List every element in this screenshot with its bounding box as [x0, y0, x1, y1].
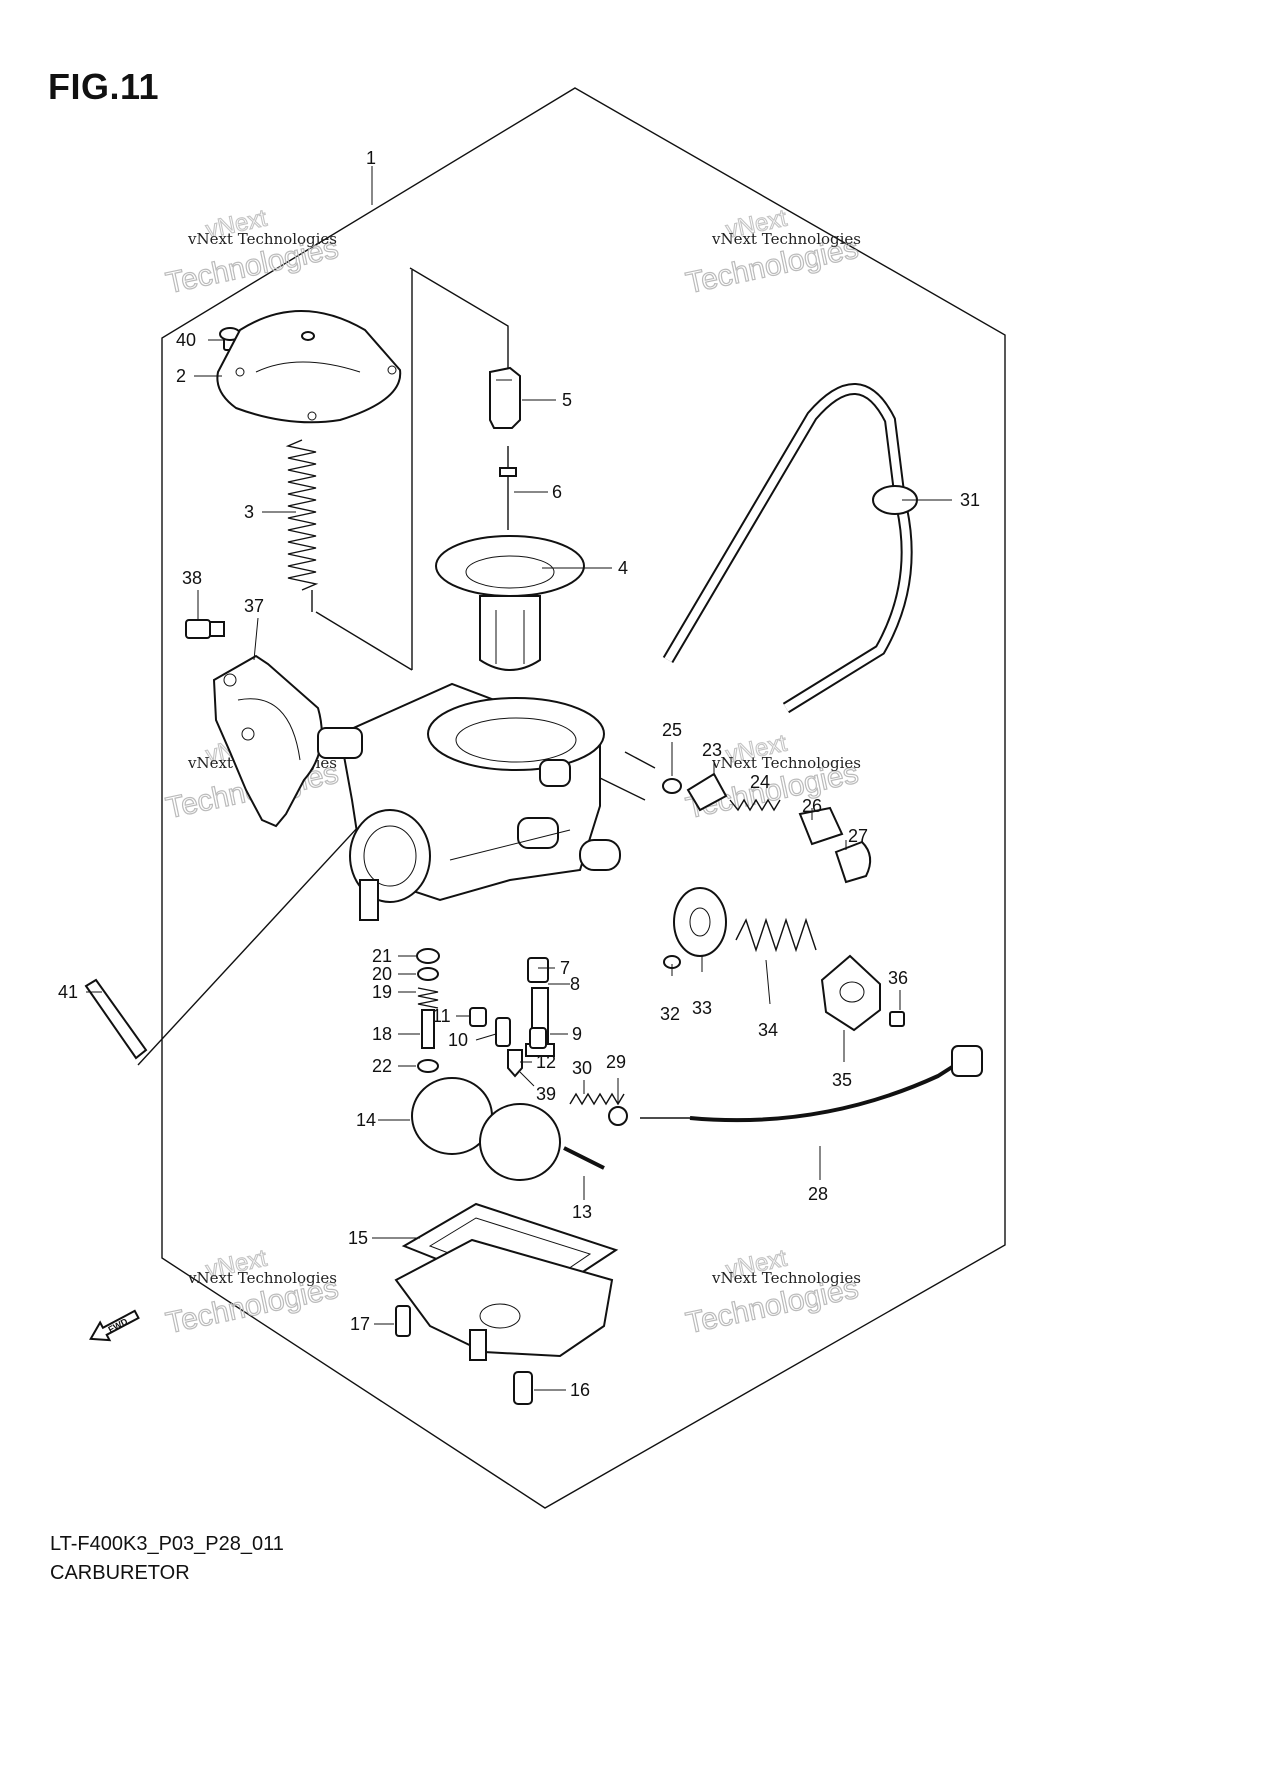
callout-15: 15	[348, 1228, 368, 1248]
callout-25: 25	[662, 720, 682, 740]
callout-11: 11	[432, 1006, 451, 1026]
callout-38: 38	[182, 568, 202, 588]
part-23-screw	[686, 772, 728, 812]
callout-13: 13	[572, 1202, 592, 1222]
part-20-washer	[417, 967, 439, 981]
part-33-diaphragm	[673, 887, 727, 957]
part-5-needle-holder	[489, 366, 521, 429]
part-35-pump-cover	[820, 954, 881, 1032]
part-4-diaphragm-piston	[435, 535, 585, 671]
part-36-screw	[889, 1011, 905, 1027]
callout-35: 35	[832, 1070, 852, 1090]
part-6-jet-needle	[499, 446, 517, 530]
callout-5: 5	[562, 390, 572, 410]
callout-22: 22	[372, 1056, 392, 1076]
callout-7: 7	[560, 958, 570, 978]
callout-30: 30	[572, 1058, 592, 1078]
watermark-text-top-right: vNext Technologies	[711, 230, 861, 248]
diagram-code: LT-F400K3_P03_P28_011	[50, 1533, 284, 1555]
part-34-spring	[735, 917, 817, 953]
part-24-spring	[729, 798, 781, 812]
part-37-side-cover	[212, 654, 323, 828]
part-38-bolt	[185, 619, 225, 639]
jet-guide-line	[599, 777, 646, 801]
float-bowl	[394, 1238, 614, 1361]
part-16-drain-screw	[513, 1371, 533, 1405]
callout-10: 10	[448, 1030, 468, 1050]
callout-28: 28	[808, 1184, 828, 1204]
part-19-spring	[417, 987, 439, 1009]
explode-bracket-upper	[409, 267, 509, 370]
part-17-screw	[395, 1305, 411, 1337]
callout-2: 2	[176, 366, 186, 386]
callout-19: 19	[372, 982, 392, 1002]
part-25-o-ring	[662, 778, 682, 794]
callout-29: 29	[606, 1052, 626, 1072]
watermark-text-bottom-left: vNext Technologies	[187, 1269, 337, 1287]
part-13-float-pin	[563, 1146, 605, 1170]
part-3-spring	[285, 439, 319, 612]
explode-bracket-lower	[315, 611, 413, 671]
part-2-top-cover	[216, 310, 402, 424]
callout-16: 16	[570, 1380, 590, 1400]
part-18-pilot-screw	[421, 1009, 435, 1049]
part-41-tube	[84, 978, 148, 1060]
callout-33: 33	[692, 998, 712, 1018]
callout-1: 1	[366, 148, 376, 168]
callout-6: 6	[552, 482, 562, 502]
callout-14: 14	[356, 1110, 376, 1130]
part-31-vent-tube	[662, 383, 918, 714]
callout-26: 26	[802, 796, 822, 816]
callout-3: 3	[244, 502, 254, 522]
diagram-name: CARBURETOR	[50, 1562, 190, 1584]
part-12-float-valve	[507, 1049, 523, 1078]
callout-8: 8	[570, 974, 580, 994]
part-14-float	[411, 1077, 561, 1181]
part-26-nut	[798, 806, 844, 846]
part-21-o-ring	[416, 948, 440, 964]
part-11-plug	[469, 1007, 487, 1027]
part-28-cable	[640, 1045, 983, 1123]
watermark-text-top-left: vNext Technologies	[187, 230, 337, 248]
part-7-jet	[527, 957, 549, 983]
callout-12: 12	[536, 1052, 556, 1072]
callout-17: 17	[350, 1314, 370, 1334]
figure-title: FIG.11	[48, 66, 160, 107]
callout-37: 37	[244, 596, 264, 616]
callout-39: 39	[536, 1084, 556, 1104]
callout-41: 41	[58, 982, 78, 1002]
leader-lines	[86, 166, 952, 1391]
watermark-text-mid-right: vNext Technologies	[711, 754, 861, 772]
callout-21: 21	[372, 946, 392, 966]
watermark-text-bottom-right: vNext Technologies	[711, 1269, 861, 1287]
callout-4: 4	[618, 558, 628, 578]
part-29-washer	[608, 1106, 628, 1126]
callout-27: 27	[848, 826, 868, 846]
part-22-o-ring	[417, 1059, 439, 1073]
callout-32: 32	[660, 1004, 680, 1024]
part-27-cap	[834, 840, 872, 884]
assembly-boundary	[161, 87, 1006, 1509]
callout-23: 23	[702, 740, 722, 760]
callout-31: 31	[960, 490, 980, 510]
part-30-spring	[569, 1092, 625, 1106]
callout-36: 36	[888, 968, 908, 988]
callout-34: 34	[758, 1020, 778, 1040]
fwd-arrow: FWD	[89, 1309, 140, 1342]
callout-20: 20	[372, 964, 392, 984]
part-10-pilot-jet	[495, 1017, 511, 1047]
callout-40: 40	[176, 330, 196, 350]
callout-labels: 1 2 3 4 5 6 7 8 9 10 11 12 13 14 15 16 1…	[58, 148, 980, 1400]
callout-24: 24	[750, 772, 770, 792]
screw-guide-line	[624, 751, 656, 769]
callout-9: 9	[572, 1024, 582, 1044]
callout-18: 18	[372, 1024, 392, 1044]
carburetor-body	[317, 682, 621, 921]
part-9-main-jet	[529, 1027, 547, 1049]
